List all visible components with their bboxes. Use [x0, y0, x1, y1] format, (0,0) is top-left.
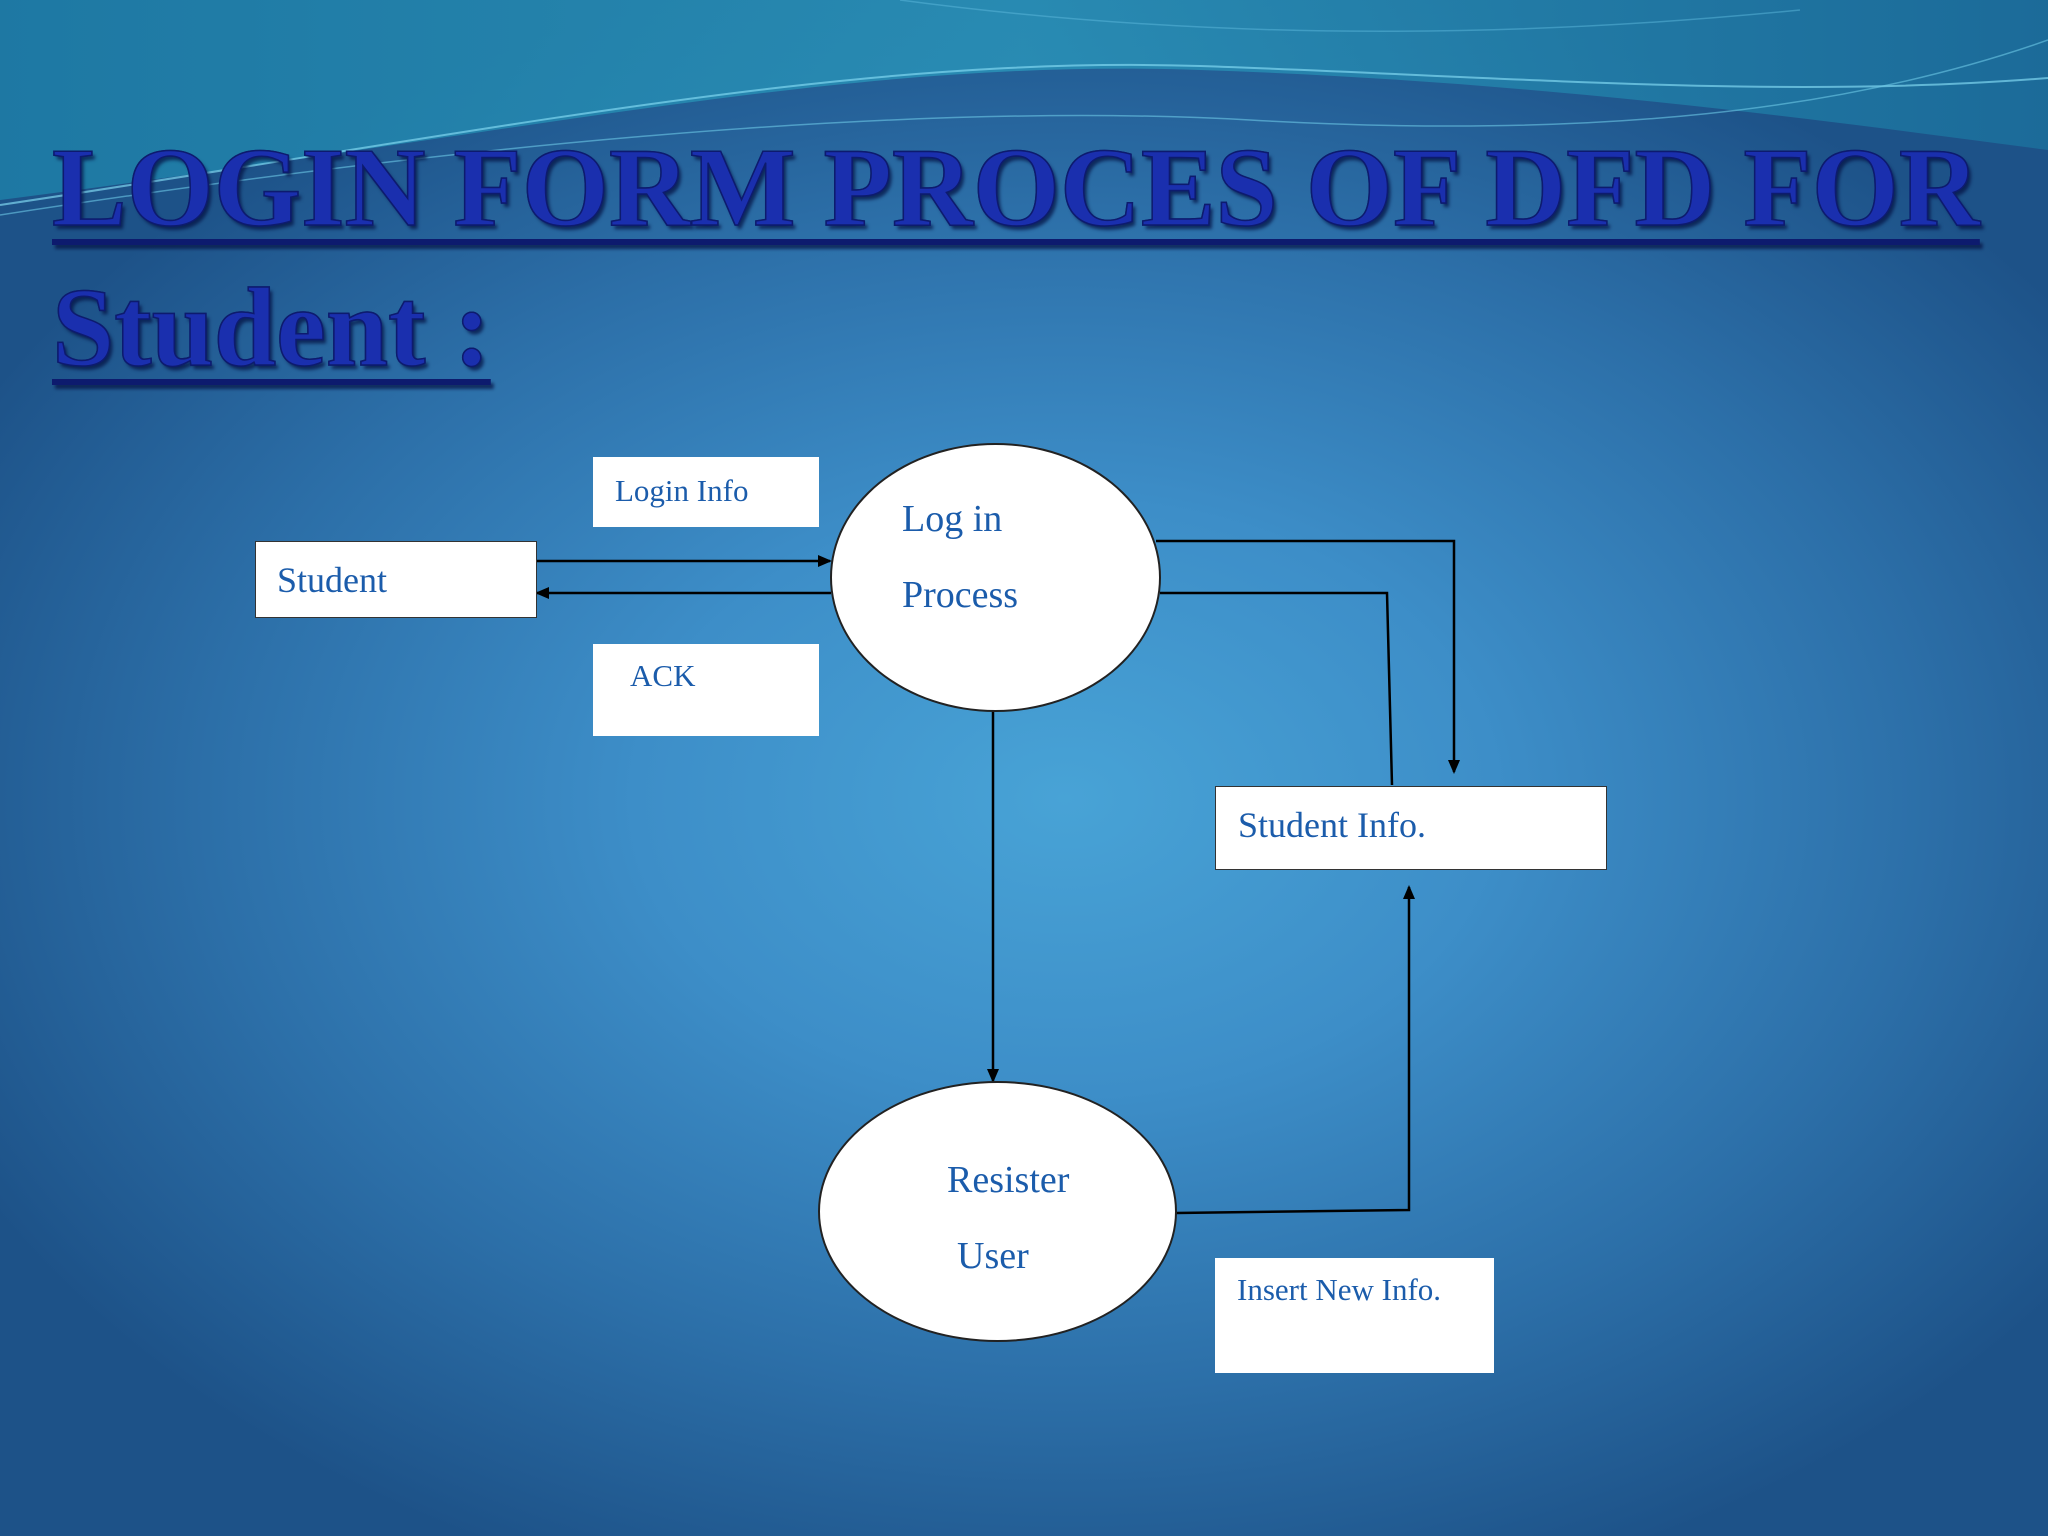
- data-store-student-info-label: Student Info.: [1238, 805, 1426, 845]
- process-login-line-1: Log in: [902, 498, 1003, 540]
- data-store-student-info: Student Info.: [1215, 786, 1607, 870]
- flow-student-info-to-login-line: [1160, 591, 1394, 786]
- process-register-line-2: User: [957, 1235, 1029, 1277]
- flow-label-login-info-text: Login Info: [615, 473, 749, 508]
- process-login-line-2: Process: [902, 574, 1019, 616]
- title-line-2: Student :: [51, 265, 491, 391]
- page-title: LOGIN FORM PROCES OF DFD FOR Student :: [51, 118, 2012, 398]
- process-register-user: Resister User: [818, 1081, 1177, 1342]
- flow-insert-new-info-arrow: [1175, 885, 1415, 1215]
- flow-label-ack: ACK: [593, 644, 819, 736]
- entity-student-label: Student: [277, 560, 388, 600]
- flow-label-login-info: Login Info: [593, 457, 819, 527]
- flow-login-to-student-info-arrow: [1156, 539, 1460, 774]
- flow-label-insert-new-info-text: Insert New Info.: [1237, 1272, 1442, 1307]
- title-line-1: LOGIN FORM PROCES OF DFD FOR: [51, 125, 1980, 251]
- decorative-waves: [0, 0, 2048, 216]
- flow-label-insert-new-info: Insert New Info.: [1215, 1258, 1494, 1373]
- flow-label-ack-text: ACK: [630, 658, 696, 693]
- process-login: Log in Process: [830, 443, 1161, 712]
- process-register-line-1: Resister: [947, 1159, 1070, 1201]
- entity-student: Student: [255, 541, 537, 618]
